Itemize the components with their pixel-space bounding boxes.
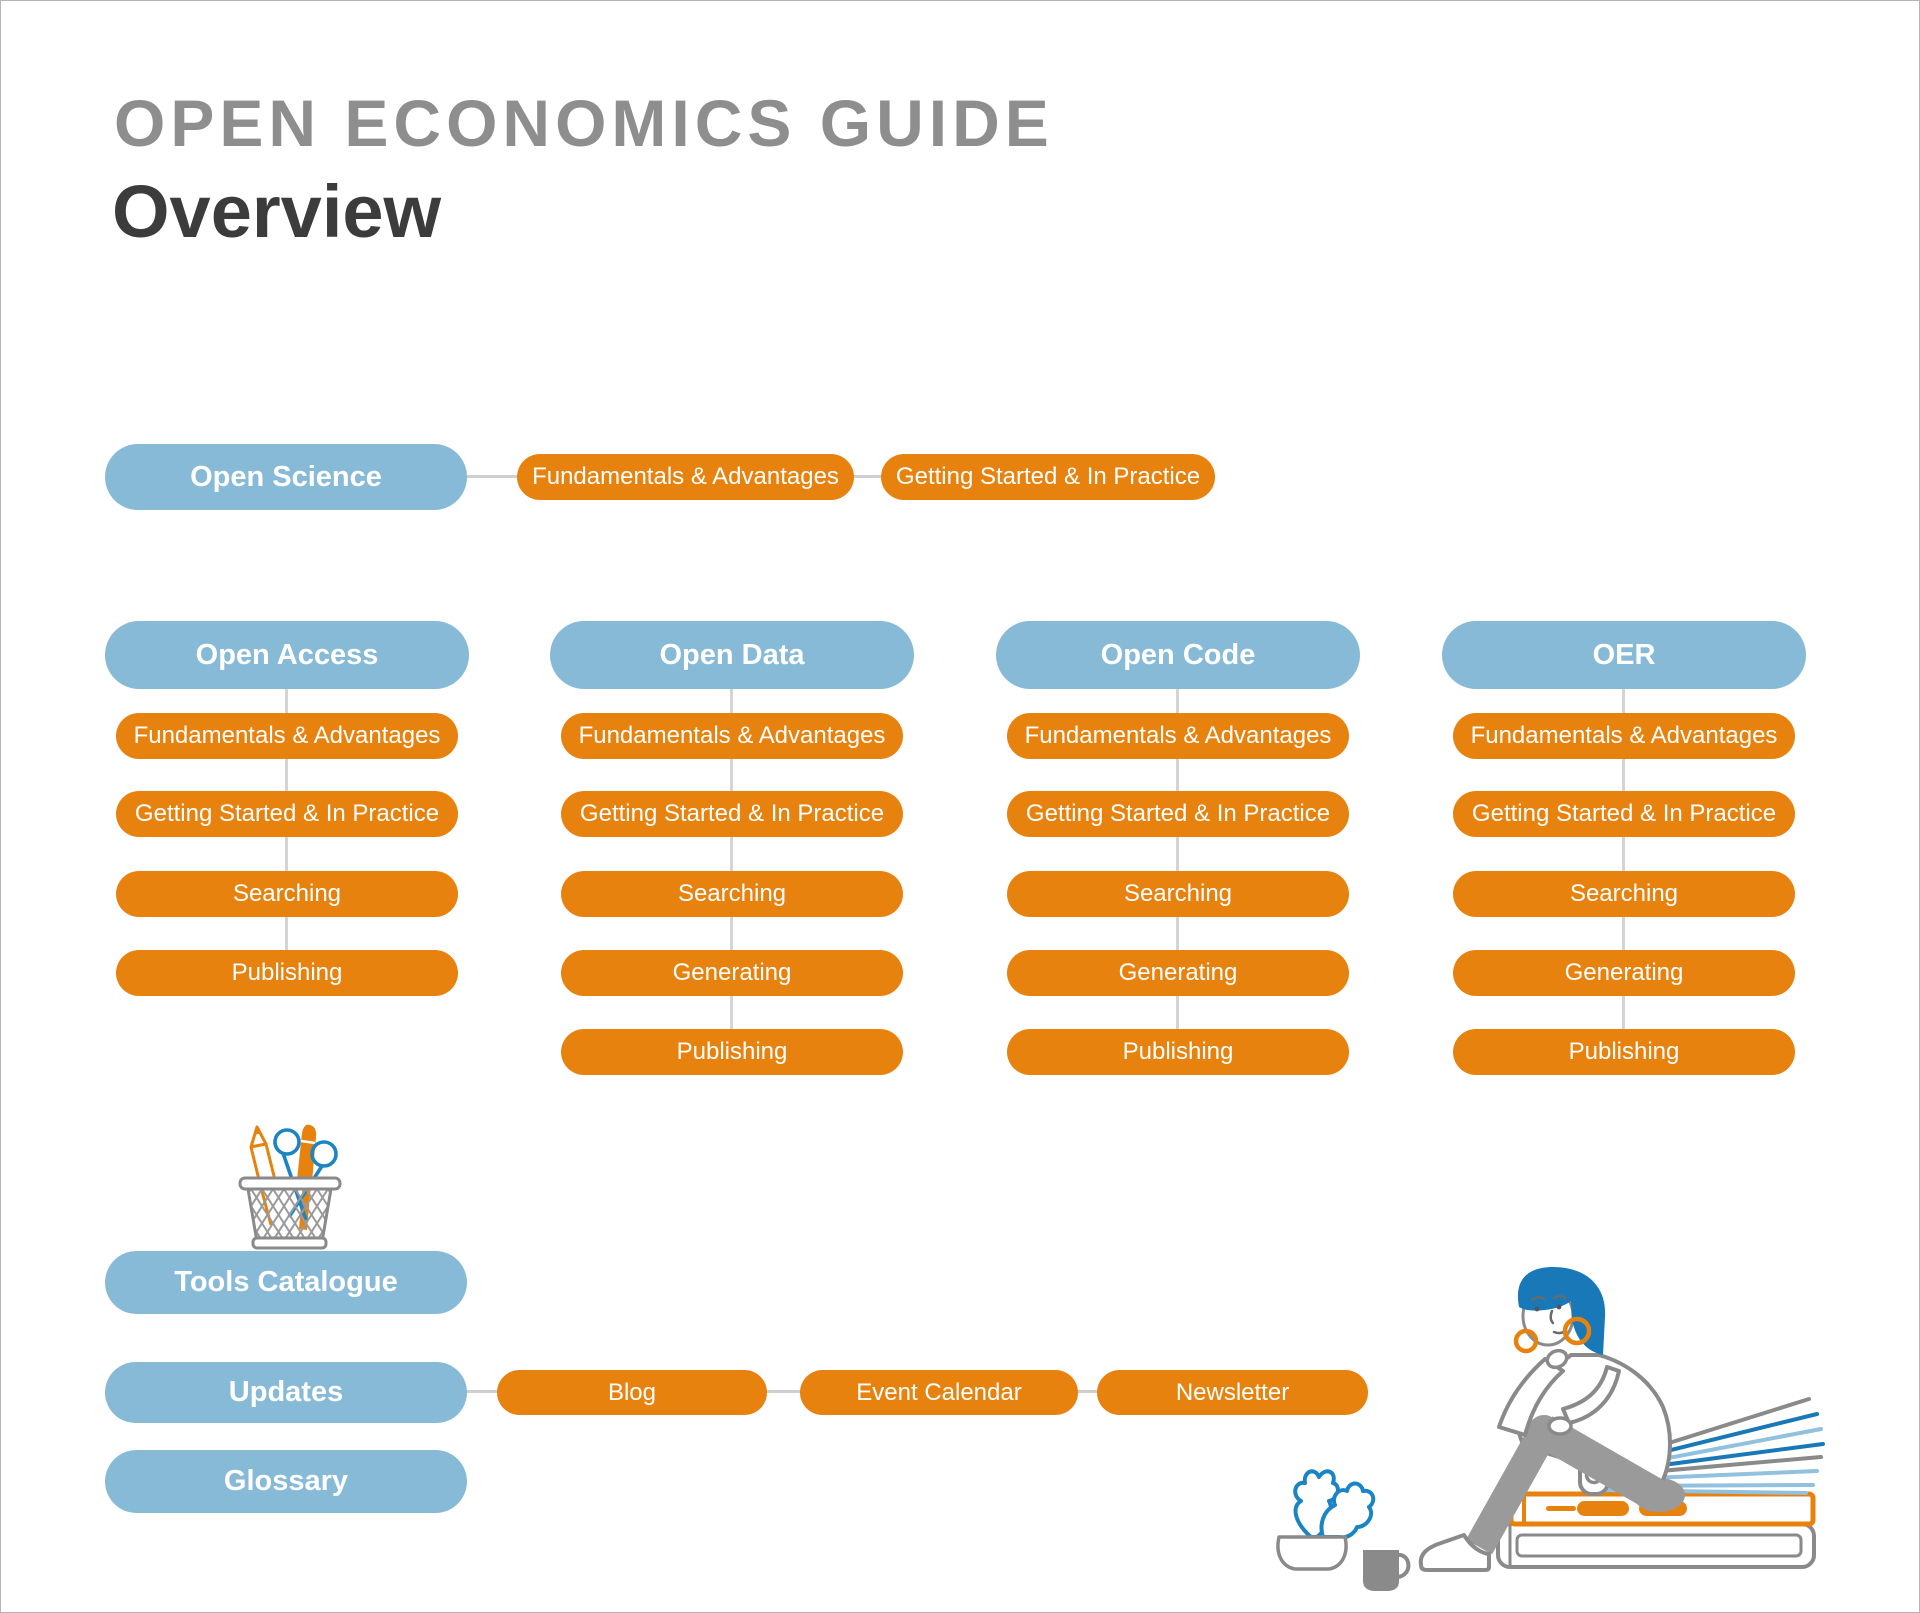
node-updates-blog[interactable]: Blog	[497, 1370, 767, 1415]
node-open-code-generating[interactable]: Generating	[1007, 950, 1349, 996]
coffee-mug	[1363, 1550, 1411, 1591]
node-open-science-fundamentals[interactable]: Fundamentals & Advantages	[517, 454, 854, 500]
node-oer-getting-started[interactable]: Getting Started & In Practice	[1453, 791, 1795, 837]
connector	[461, 475, 525, 478]
site-title: OPEN ECONOMICS GUIDE	[114, 86, 1054, 160]
node-tools-catalogue[interactable]: Tools Catalogue	[105, 1251, 467, 1314]
node-oer-searching[interactable]: Searching	[1453, 871, 1795, 917]
person-reading-on-book-stack-illustration	[1276, 1267, 1825, 1591]
node-open-science-getting-started[interactable]: Getting Started & In Practice	[881, 454, 1215, 500]
node-open-access[interactable]: Open Access	[105, 621, 469, 689]
node-open-code[interactable]: Open Code	[996, 621, 1360, 689]
potted-plant	[1276, 1469, 1376, 1571]
node-open-code-searching[interactable]: Searching	[1007, 871, 1349, 917]
node-open-data-searching[interactable]: Searching	[561, 871, 903, 917]
reading-person	[1418, 1267, 1685, 1572]
earring	[1562, 1316, 1592, 1346]
node-glossary[interactable]: Glossary	[105, 1450, 467, 1513]
node-open-code-fundamentals[interactable]: Fundamentals & Advantages	[1007, 713, 1349, 759]
node-open-data[interactable]: Open Data	[550, 621, 914, 689]
node-open-science[interactable]: Open Science	[105, 444, 467, 510]
connector	[849, 475, 889, 478]
connector	[1622, 689, 1625, 1052]
node-open-access-getting-started[interactable]: Getting Started & In Practice	[116, 791, 458, 837]
node-updates-event-calendar[interactable]: Event Calendar	[800, 1370, 1078, 1415]
node-oer-fundamentals[interactable]: Fundamentals & Advantages	[1453, 713, 1795, 759]
node-open-data-getting-started[interactable]: Getting Started & In Practice	[561, 791, 903, 837]
node-open-data-generating[interactable]: Generating	[561, 950, 903, 996]
page-title: Overview	[112, 170, 442, 253]
stationery-basket-illustration	[238, 1124, 342, 1250]
book-stack	[1496, 1491, 1816, 1569]
node-open-data-publishing[interactable]: Publishing	[561, 1029, 903, 1075]
node-oer[interactable]: OER	[1442, 621, 1806, 689]
node-oer-generating[interactable]: Generating	[1453, 950, 1795, 996]
node-open-access-fundamentals[interactable]: Fundamentals & Advantages	[116, 713, 458, 759]
node-open-code-getting-started[interactable]: Getting Started & In Practice	[1007, 791, 1349, 837]
connector	[461, 1390, 1101, 1393]
node-updates[interactable]: Updates	[105, 1362, 467, 1423]
node-open-access-searching[interactable]: Searching	[116, 871, 458, 917]
node-open-code-publishing[interactable]: Publishing	[1007, 1029, 1349, 1075]
node-oer-publishing[interactable]: Publishing	[1453, 1029, 1795, 1075]
node-open-access-publishing[interactable]: Publishing	[116, 950, 458, 996]
node-updates-newsletter[interactable]: Newsletter	[1097, 1370, 1368, 1415]
connector	[730, 689, 733, 1052]
node-open-data-fundamentals[interactable]: Fundamentals & Advantages	[561, 713, 903, 759]
connector	[1176, 689, 1179, 1052]
earring	[1513, 1328, 1539, 1354]
